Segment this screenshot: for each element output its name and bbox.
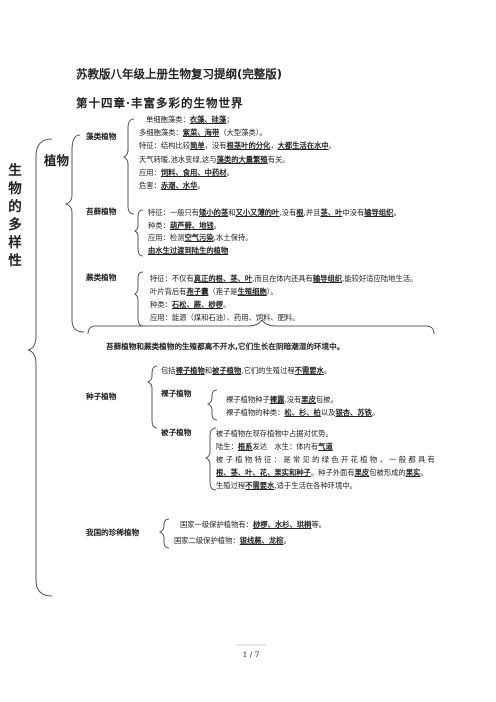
moss-line-4: 由水生过渡到陆生的植物 (148, 246, 229, 255)
side-label: 生物的 多样性 (8, 163, 22, 269)
angio-line-1: 被子植物在现存植物中占据对优势。 (216, 429, 333, 438)
angio-line-2: 陆生：根系发达 水生：体内有气道 (216, 442, 333, 451)
moss-heading: 苔藓植物 (86, 207, 117, 216)
seed-intro: 包括裸子植物和被子植物,它们的生殖过程不需要水。 (161, 366, 332, 375)
horizontal-brace (87, 319, 435, 335)
angio-line-4: 根、茎、叶、花、果实和种子。种子外面有果皮包被形成的果实。 (216, 468, 428, 477)
seed-brace (147, 365, 158, 429)
fern-line-3: 种类：石松、蕨、桫椤。 (150, 300, 231, 309)
algae-brace (123, 118, 135, 215)
doc-title: 苏教版八年级上册生物复习提纲(完整版) (76, 67, 283, 81)
fern-line-4: 应用：能源（煤和石油）、药用、饲料、肥料。 (150, 313, 300, 322)
plants-brace (64, 134, 85, 333)
fern-brace (134, 271, 144, 327)
outer-brace (27, 138, 53, 597)
moss-fern-note: 苔藓植物和蕨类植物的生殖都离不开水,它们生长在阴暗潮湿的环境中。 (106, 342, 345, 351)
gymno-brace (207, 389, 218, 421)
chapter-title: 第十四章·丰富多彩的生物世界 (76, 96, 244, 110)
fern-heading: 蕨类植物 (86, 273, 117, 282)
rare-line-2: 国家二级保护植物：银线蕨、龙棕。 (174, 536, 291, 545)
rare-line-1: 国家一级保护植物有：桫椤、水杉、珙桐等。 (180, 520, 326, 529)
moss-line-3: 应用：检测空气污染,水土保持。 (148, 233, 253, 242)
gymno-line-1: 裸子植物种子裸露,没有果皮包被。 (226, 395, 338, 404)
seed-heading: 种子植物 (86, 392, 117, 401)
plants-label: 植物 (44, 153, 70, 168)
rare-brace (159, 518, 170, 549)
algae-heading: 藻类植物 (86, 132, 117, 141)
angio-line-5: 生殖过程不需要水,适于生活在各种环境中。 (216, 481, 357, 490)
fern-line-2: 叶片背后有孢子囊（孢子是生殖细胞）。 (150, 287, 278, 296)
moss-line-2: 种类：葫芦藓、地钱。 (148, 221, 221, 230)
page-number: 1 / 7 (242, 650, 260, 659)
angio-line-3: 被 子 植 物 特 征 ： 是 常 见 的 绿 色 开 花 植 物 ， 一 般 … (216, 455, 435, 464)
fern-line-1: 特征：不仅有真正的根、茎、叶,而且在体内还具有输导组织,能较好适应陆地生活。 (150, 274, 418, 283)
rare-heading: 我国的珍稀植物 (86, 528, 140, 537)
gymno-line-2: 裸子植物的种类：松、杉、柏以及银杏、苏铁。 (226, 408, 380, 417)
algae-line-1: 单细胞藻类：衣藻、硅藻； (146, 115, 234, 124)
algae-line-3: 特征：结构比较简单，没有根茎叶的分化，大都生活在水中。 (139, 141, 337, 150)
gymno-heading: 裸子植物 (161, 389, 192, 398)
moss-brace (134, 209, 144, 257)
algae-line-2: 多细胞藻类：紫菜、海带（大型藻类）。 (139, 128, 267, 137)
algae-line-4: 天气转暖,池水变绿,这与藻类的大量繁殖有关。 (139, 155, 290, 164)
algae-line-6: 危害：赤潮、水华。 (139, 181, 205, 190)
moss-line-1: 特征：一般只有矮小的茎和又小又薄的叶,没有根,并且茎、叶中没有输导组织。 (148, 208, 401, 217)
algae-line-5: 应用：饲料、食用、中药材。 (139, 168, 234, 177)
angio-brace (205, 427, 217, 491)
angio-heading: 被子植物 (161, 428, 192, 437)
